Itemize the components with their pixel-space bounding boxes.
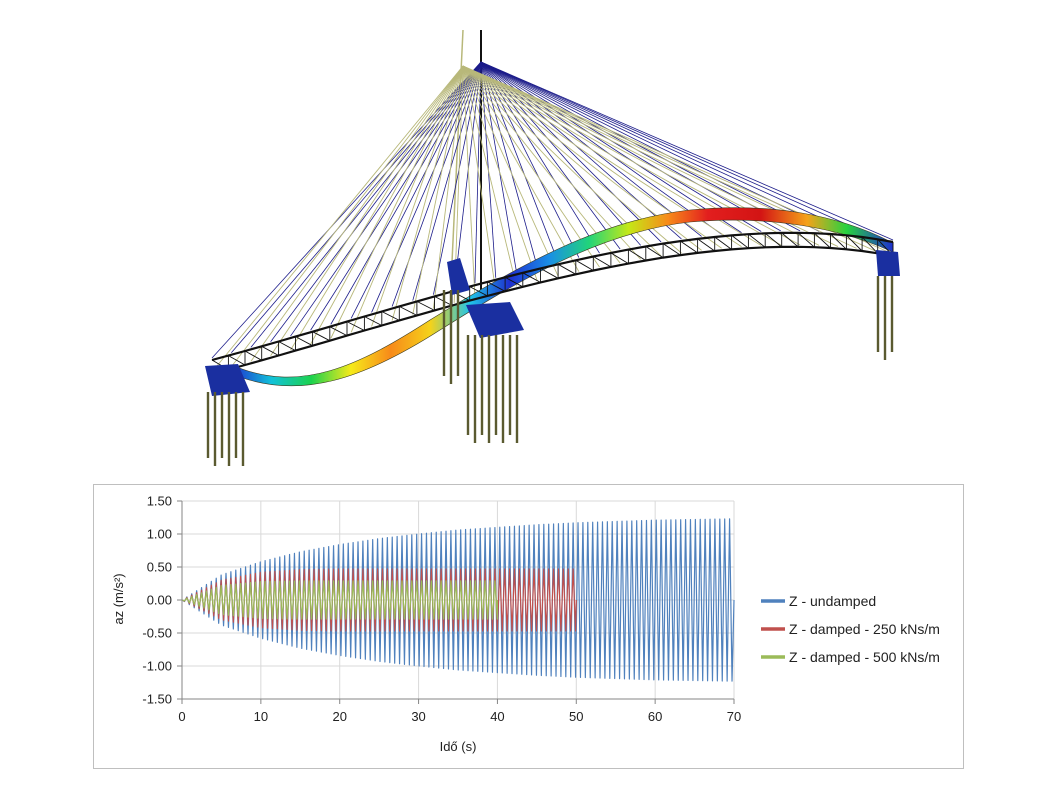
y-axis-title: az (m/s²) [111,573,126,624]
y-tick-label: 1.00 [147,527,172,542]
chart-axes [177,500,735,704]
support-left [205,364,250,396]
stay-cable-back [290,65,464,351]
stay-cable-back [462,65,621,264]
stay-cable-front [290,61,482,337]
x-tick-label: 20 [332,709,346,724]
x-tick-label: 40 [490,709,504,724]
stay-cable-front [480,61,662,243]
legend-label-3: Z - damped - 500 kNs/m [789,649,940,665]
foundation-piles [206,276,894,466]
stay-cable-front [371,61,482,313]
stay-cable-back [462,65,580,272]
stay-cable-back [462,65,538,282]
stay-cable-front [480,61,517,273]
stay-cable-back [330,65,464,339]
x-tick-label: 0 [178,709,185,724]
stay-cable-back [462,65,559,277]
stay-cables [211,29,894,373]
stay-cable-back [211,65,464,373]
stay-cable-front [480,61,894,241]
stay-cable-front [270,61,482,343]
stay-cable-front [480,61,580,258]
stay-cable-back [412,65,464,315]
acceleration-time-history-chart: 1.50 1.00 0.50 0.00 -0.50 -1.00 -1.50 0 10 20 30 4… [111,494,940,755]
x-tick-labels: 0 10 20 30 40 50 60 70 [178,709,741,724]
y-tick-label: -0.50 [142,626,172,641]
stay-cable-front [231,61,482,354]
stay-cable-back [462,65,476,298]
x-tick-label: 50 [569,709,583,724]
stay-cable-front [433,61,482,295]
stay-cable-back [432,65,464,309]
stay-cable-back [462,65,642,260]
support-right [876,250,900,276]
stay-cable-front [474,61,482,284]
y-tick-label: -1.50 [142,692,172,707]
stay-cable-front [211,61,482,359]
stay-cable-back [371,65,464,327]
y-tick-label: 0.00 [147,593,172,608]
stay-cable-front [250,61,482,348]
series-line-2 [181,568,577,632]
stay-cable-front [330,61,482,325]
stay-cable-back [310,65,464,345]
stay-cable-back [250,65,464,362]
stay-cable-back [391,65,464,321]
stay-cable-back [462,65,517,287]
stay-cable-front [412,61,482,301]
stay-cable-back [350,65,464,333]
x-tick-label: 70 [727,709,741,724]
x-tick-label: 30 [411,709,425,724]
stay-cable-back [270,65,464,357]
x-tick-label: 60 [648,709,662,724]
chart-legend: Z - undamped Z - damped - 250 kNs/m Z - da… [761,593,940,665]
stay-cable-front [480,61,857,235]
stay-cable-front [310,61,482,331]
x-axis-title: Idő (s) [440,739,477,754]
stay-cable-front [480,61,722,235]
stay-cable-back [230,65,464,368]
legend-label-1: Z - undamped [789,593,876,609]
y-tick-label: 1.50 [147,494,172,509]
support-middle [447,258,524,338]
stay-cable-front [453,61,482,289]
stay-cable-front [350,61,482,319]
stay-cable-front [480,61,762,232]
legend-label-2: Z - damped - 250 kNs/m [789,621,940,637]
series-line-3 [181,580,499,620]
y-tick-labels: 1.50 1.00 0.50 0.00 -0.50 -1.00 -1.50 [142,494,172,707]
stay-cable-front [480,61,538,268]
stay-cable-front [480,61,600,254]
stay-cable-back [462,65,600,268]
bridge-model-figure [205,29,900,466]
x-tick-label: 10 [254,709,268,724]
stay-cable-back [462,65,497,292]
stay-cable-front [480,61,820,232]
y-tick-label: -1.00 [142,659,172,674]
chart-series [181,518,735,682]
stay-cable-front [480,61,876,238]
deformed-deck [231,207,894,387]
stay-cable-front [480,61,742,233]
y-tick-label: 0.50 [147,560,172,575]
